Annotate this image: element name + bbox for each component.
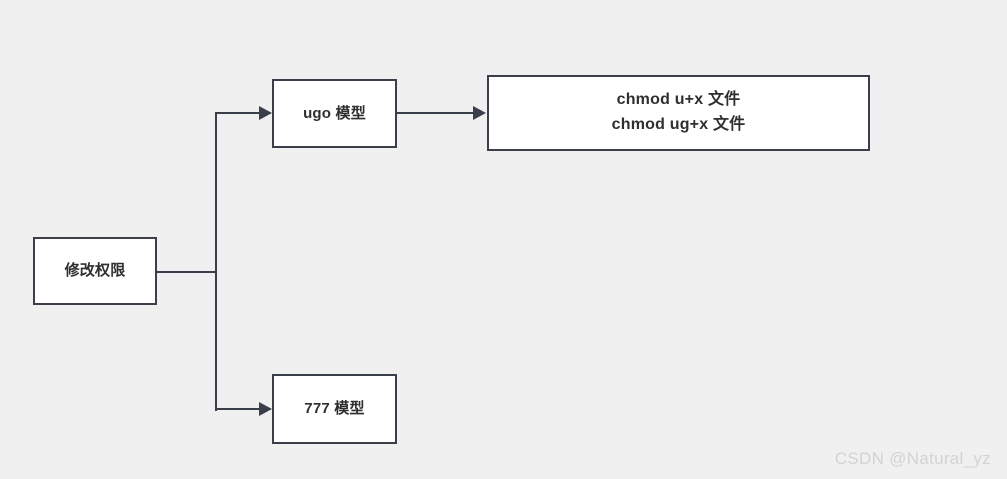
connector-branch-spine	[215, 112, 217, 411]
node-ugo-model-label: ugo 模型	[303, 104, 366, 122]
node-777-model[interactable]: 777 模型	[272, 374, 397, 444]
connector-to-ugo	[215, 112, 261, 114]
node-modify-permission-label: 修改权限	[64, 262, 126, 280]
connector-to-777	[215, 408, 261, 410]
arrowhead-to-ugo	[259, 106, 272, 120]
connector-root-trunk	[157, 271, 217, 273]
arrowhead-to-777	[259, 402, 272, 416]
node-ugo-model[interactable]: ugo 模型	[272, 79, 397, 148]
node-chmod-commands[interactable]: chmod u+x 文件 chmod ug+x 文件	[487, 75, 870, 151]
connector-ugo-to-command	[397, 112, 475, 114]
node-chmod-commands-text: chmod u+x 文件 chmod ug+x 文件	[612, 88, 746, 138]
arrowhead-to-command	[473, 106, 486, 120]
chmod-command-line-2: chmod ug+x 文件	[611, 116, 746, 133]
node-777-model-label: 777 模型	[304, 400, 365, 418]
watermark-text: CSDN @Natural_yz	[834, 449, 991, 468]
chmod-command-line-1: chmod u+x 文件	[616, 91, 741, 109]
node-modify-permission[interactable]: 修改权限	[33, 237, 157, 305]
